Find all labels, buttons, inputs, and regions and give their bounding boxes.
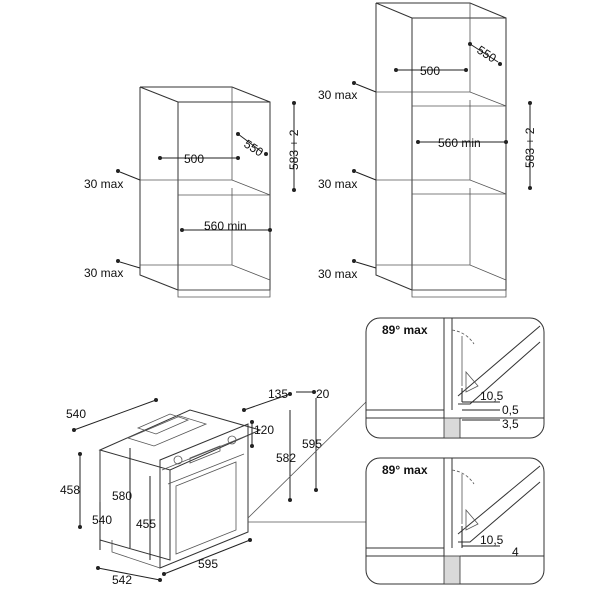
oven (98, 409, 262, 569)
tall-width-min: 560 min (438, 136, 481, 150)
short-cabinet (139, 86, 271, 298)
detail-panel-bottom: 89° max 10,5 4 (365, 457, 545, 585)
oven-depth-542: 542 (112, 573, 132, 587)
top-detail-0-5: 0,5 (502, 403, 519, 417)
short-depth-550: 550 (241, 137, 266, 160)
oven-dim-582: 582 (276, 451, 296, 465)
short-width-min: 560 min (204, 219, 247, 233)
tall-width-500: 500 (420, 64, 440, 78)
bottom-detail-10-5: 10,5 (480, 533, 504, 547)
tall-gap-middle: 30 max (318, 177, 357, 191)
oven-depth-540-top: 540 (66, 407, 86, 421)
oven-height-455: 455 (136, 517, 156, 531)
short-width-500: 500 (184, 152, 204, 166)
tall-cabinet (375, 2, 507, 298)
oven-dim-595-vertical: 595 (302, 437, 322, 451)
tall-gap-top: 30 max (318, 88, 357, 102)
short-gap-bottom: 30 max (84, 266, 123, 280)
short-gap-top: 30 max (84, 177, 123, 191)
detail-panel-top: 89° max 10,5 0,5 3,5 (365, 317, 545, 439)
oven-height-580: 580 (112, 489, 132, 503)
tall-gap-bottom: 30 max (318, 267, 357, 281)
oven-dimensions: 540 458 540 542 580 455 595 135 20 120 5… (60, 387, 367, 587)
oven-dim-120: 120 (254, 423, 274, 437)
tall-height-583: 583 + 2 (523, 127, 537, 168)
short-cabinet-dimensions: 500 550 583 + 2 560 min 30 max 30 max (84, 101, 301, 280)
top-detail-3-5: 3,5 (502, 417, 519, 431)
tall-cabinet-dimensions: 500 550 583 + 2 560 min 30 max 30 max 30… (318, 42, 537, 281)
oven-width-595: 595 (198, 557, 218, 571)
oven-dim-20: 20 (316, 387, 330, 401)
bottom-detail-4: 4 (512, 545, 519, 559)
top-detail-angle: 89° max (382, 323, 428, 337)
bottom-detail-angle: 89° max (382, 463, 428, 477)
short-height-583: 583 + 2 (287, 129, 301, 170)
oven-dim-135: 135 (268, 387, 288, 401)
top-detail-10-5: 10,5 (480, 389, 504, 403)
oven-depth-540-inner: 540 (92, 513, 112, 527)
tall-depth-550: 550 (474, 43, 499, 66)
oven-height-458: 458 (60, 483, 80, 497)
